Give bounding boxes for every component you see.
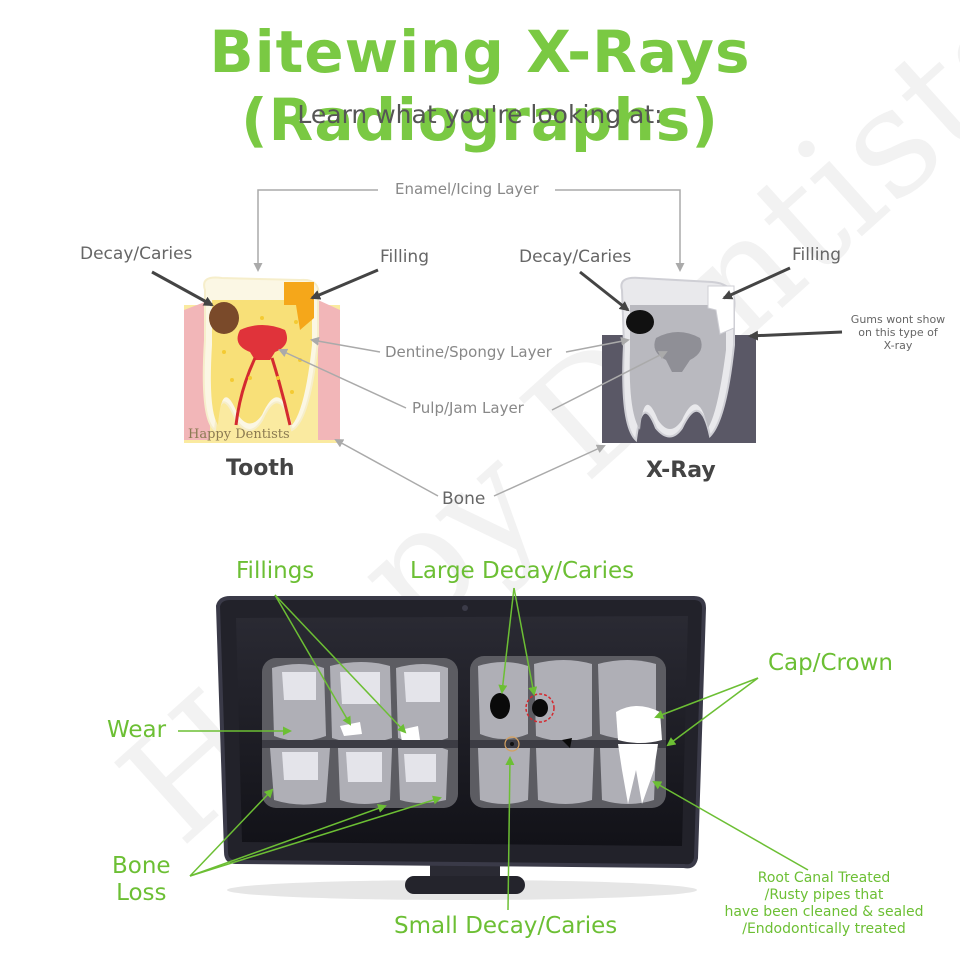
tooth-dentine bbox=[210, 300, 312, 425]
enamel-label: Enamel/Icing Layer bbox=[395, 180, 539, 198]
tooth-illustration bbox=[184, 276, 340, 443]
xray-small-decay-2 bbox=[562, 738, 572, 748]
bone-loss-label: Bone Loss bbox=[112, 853, 171, 906]
tooth-watermark: Happy Dentists bbox=[188, 427, 290, 442]
dentine-label: Dentine/Spongy Layer bbox=[385, 343, 552, 361]
xray-decay-highlight bbox=[525, 693, 555, 723]
gums-note: Gums wont show on this type of X-ray bbox=[850, 313, 946, 352]
monitor-camera bbox=[462, 605, 468, 611]
tooth-filling bbox=[284, 282, 314, 330]
xray-label: X-Ray bbox=[646, 458, 716, 483]
large-decay-label: Large Decay/Caries bbox=[410, 558, 635, 584]
filling-label-tooth: Filling bbox=[380, 247, 429, 267]
lower-leader-lines bbox=[178, 587, 809, 911]
root-canal-label: Root Canal Treated /Rusty pipes that hav… bbox=[724, 870, 924, 937]
xray-tooth-pulp bbox=[654, 332, 702, 372]
xray-large-decay-2 bbox=[532, 699, 548, 717]
cap-crown-label: Cap/Crown bbox=[768, 650, 893, 676]
xray-small-decay bbox=[510, 742, 514, 746]
wear-label: Wear bbox=[107, 717, 167, 743]
tooth-gum-right bbox=[318, 300, 340, 440]
decay-label-tooth: Decay/Caries bbox=[80, 244, 193, 264]
small-decay-label: Small Decay/Caries bbox=[394, 913, 618, 939]
tooth-pulp bbox=[237, 325, 288, 360]
upper-leader-lines bbox=[151, 189, 843, 497]
tooth-root-canal-right bbox=[270, 357, 292, 426]
pulp-label: Pulp/Jam Layer bbox=[412, 399, 524, 417]
tooth-gum-left bbox=[184, 300, 210, 440]
xray-root-canal bbox=[618, 744, 658, 804]
tooth-decay bbox=[209, 302, 239, 334]
xray-film-left bbox=[262, 658, 458, 808]
xray-decay bbox=[626, 310, 654, 334]
bone-label: Bone bbox=[442, 489, 486, 509]
fillings-label: Fillings bbox=[236, 558, 315, 584]
xray-crown bbox=[616, 706, 662, 743]
tooth-label: Tooth bbox=[226, 456, 295, 481]
page-title: Bitewing X-Rays (Radiographs) bbox=[209, 18, 751, 154]
xray-small-decay-highlight bbox=[504, 736, 520, 752]
tooth-root-canal-left bbox=[234, 357, 257, 426]
monitor-base bbox=[405, 876, 525, 894]
xray-illustration bbox=[602, 276, 756, 443]
page-subtitle: Learn what you're looking at: bbox=[297, 100, 663, 129]
xray-large-decay-1 bbox=[490, 693, 510, 719]
filling-label-xray: Filling bbox=[792, 245, 841, 265]
xray-film-right bbox=[470, 656, 666, 808]
decay-label-xray: Decay/Caries bbox=[519, 247, 632, 267]
